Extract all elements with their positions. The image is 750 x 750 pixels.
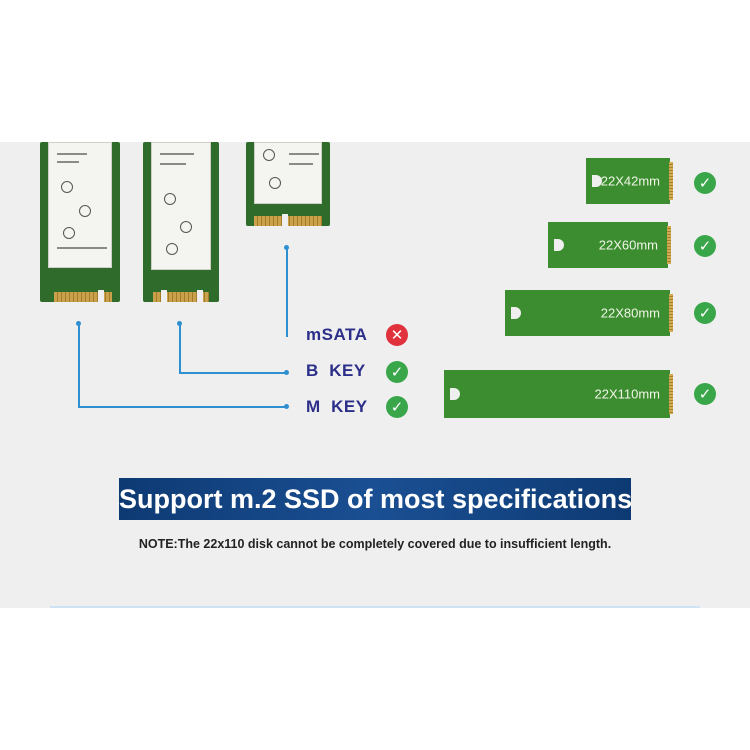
connector-m-key-vertical <box>78 323 80 407</box>
interface-label-b-key: B KEY <box>306 361 366 380</box>
connector-m-key-horizontal <box>78 406 287 408</box>
supported-check-icon: ✓ <box>386 361 408 383</box>
supported-check-icon: ✓ <box>694 302 716 324</box>
support-banner: Support m.2 SSD of most specifications <box>119 478 633 520</box>
interface-label-msata: mSATA <box>306 325 368 344</box>
supported-check-icon: ✓ <box>694 383 716 405</box>
board-size-label: 22X80mm <box>600 305 660 321</box>
board-size-label: 22X110mm <box>594 386 660 402</box>
board-22x60: 22X60mm <box>548 222 671 268</box>
connector-dot-m-key-end <box>284 404 289 409</box>
board-22x80: 22X80mm <box>505 290 673 336</box>
board-size-label: 22X60mm <box>598 237 658 253</box>
banner-text: Support m.2 SSD of most specifications <box>119 484 633 514</box>
note-text: NOTE:The 22x110 disk cannot be completel… <box>138 537 612 551</box>
supported-check-icon: ✓ <box>694 235 716 257</box>
supported-check-icon: ✓ <box>386 396 408 418</box>
connector-msata-vertical <box>286 247 288 337</box>
ssd-b-key-image <box>143 142 219 302</box>
divider <box>50 606 700 608</box>
supported-check-icon: ✓ <box>694 172 716 194</box>
interface-label-m-key: M KEY <box>306 397 368 416</box>
unsupported-x-icon: ✕ <box>386 324 408 346</box>
board-size-label: 22X42mm <box>600 173 660 189</box>
board-22x42: 22X42mm <box>586 158 673 204</box>
board-22x110: 22X110mm <box>444 370 673 418</box>
connector-dot-b-key-end <box>284 370 289 375</box>
ssd-m-key-image <box>40 142 120 302</box>
connector-b-key-vertical <box>179 323 181 373</box>
connector-b-key-horizontal <box>179 372 287 374</box>
ssd-msata-image <box>246 142 330 226</box>
